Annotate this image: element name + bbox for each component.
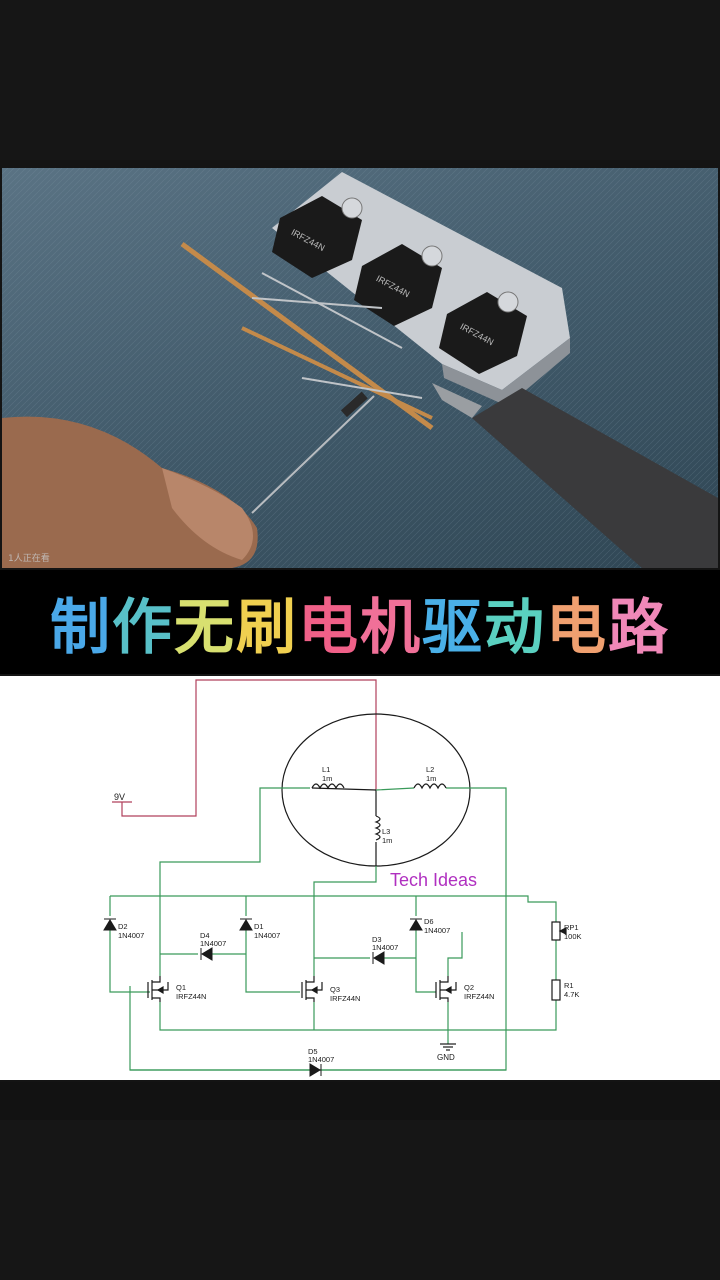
d6-part: 1N4007 [424,926,450,935]
diode-d3 [372,951,385,965]
d2-ref: D2 [118,922,128,931]
q2-ref: Q2 [464,983,474,992]
rp1-value: 100K [564,932,582,941]
supply-wire [112,679,377,817]
ground-symbol [440,1043,456,1051]
q1-part: IRFZ44N [176,992,206,1001]
d3-ref: D3 [372,935,382,944]
transistor-1: IRFZ44N [272,196,363,278]
ground-label: GND [437,1053,455,1062]
title-char: 制 [50,592,112,663]
q3-part: IRFZ44N [330,994,360,1003]
q2-part: IRFZ44N [464,992,494,1001]
mosfet-q3 [301,976,323,1002]
diode-d2 [103,918,117,931]
video-title: 制作无刷电机驱动电路 [50,579,670,666]
d3-part: 1N4007 [372,943,398,952]
inductor-l2 [413,783,447,790]
soldering-iron [472,388,718,568]
diode-d5 [309,1063,322,1077]
title-char: 电 [546,592,608,663]
photo-illustration: IRFZ44N IRFZ44N IRFZ44N [2,168,718,568]
resistor-r1 [551,979,561,1001]
title-char: 刷 [236,592,298,663]
d6-ref: D6 [424,917,434,926]
l2-value: 1m [426,774,436,783]
diode-d6 [409,918,423,931]
l3-value: 1m [382,836,392,845]
bottom-dark-area [0,1120,720,1280]
inductor-l3 [374,815,381,841]
mosfet-q1 [147,976,169,1002]
rp1-ref: RP1 [564,923,579,932]
title-char: 路 [608,592,670,663]
title-char: 动 [484,592,546,663]
title-char: 驱 [422,592,484,663]
diode-d1 [239,918,253,931]
d1-ref: D1 [254,922,264,931]
schematic-svg: 9V GND L1 1m L2 1m L3 1m D2 1N4007 D1 1N… [103,679,582,1077]
title-char: 机 [360,592,422,663]
l2-ref: L2 [426,765,434,774]
q3-ref: Q3 [330,985,340,994]
r1-ref: R1 [564,981,574,990]
diode-d4 [200,947,213,961]
r1-value: 4.7K [564,990,579,999]
transistor-2: IRFZ44N [354,244,443,326]
circuit-schematic: 9V GND L1 1m L2 1m L3 1m D2 1N4007 D1 1N… [0,676,720,1080]
transistor-3: IRFZ44N [439,291,527,374]
supply-label: 9V [114,792,125,802]
d5-ref: D5 [308,1047,318,1056]
l1-value: 1m [322,774,332,783]
title-band: 制作无刷电机驱动电路 [0,570,720,674]
d1-part: 1N4007 [254,931,280,940]
d2-part: 1N4007 [118,931,144,940]
viewer-count: 1人正在看 [8,554,50,564]
d4-part: 1N4007 [200,939,226,948]
watermark: Tech Ideas [390,870,477,890]
top-black-band [0,0,720,160]
title-char: 无 [174,592,236,663]
d5-part: 1N4007 [308,1055,334,1064]
title-char: 电 [298,592,360,663]
l3-ref: L3 [382,827,390,836]
inductor-l1 [311,783,345,790]
title-char: 作 [112,592,174,663]
d4-ref: D4 [200,931,210,940]
l1-ref: L1 [322,765,330,774]
video-photo: IRFZ44N IRFZ44N IRFZ44N 1人正在看 [2,168,718,568]
q1-ref: Q1 [176,983,186,992]
mosfet-q2 [435,976,457,1002]
